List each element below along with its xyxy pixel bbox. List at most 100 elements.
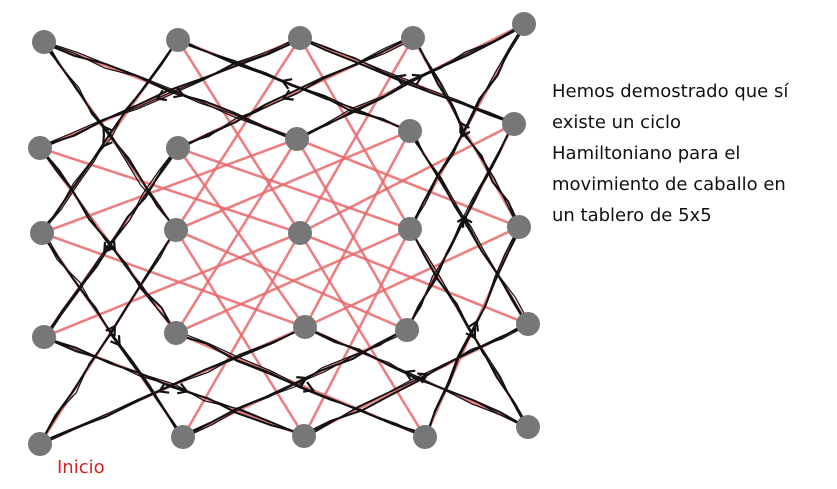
cycle-arrowhead [281, 89, 294, 101]
cycle-stroke [296, 36, 516, 125]
knight-move-edge [181, 232, 302, 438]
knight-move-edge [175, 228, 408, 332]
cycle-arrowhead [411, 73, 424, 85]
cycle-arrowhead [296, 376, 309, 388]
board-square-node [288, 221, 312, 245]
board-square-node [413, 425, 437, 449]
cycle-stroke [426, 227, 519, 439]
cycle-arrowhead [302, 381, 315, 393]
cycle-stroke [299, 36, 515, 124]
knight-move-edge [299, 231, 529, 326]
knight-move-edge [176, 147, 307, 328]
cycle-arrowhead [101, 136, 113, 148]
cycle-stroke [409, 129, 529, 326]
knight-move-edge [174, 229, 306, 437]
cycle-arrowhead [459, 121, 470, 134]
knight-move-edge [174, 138, 299, 334]
cycle-stroke [44, 147, 177, 340]
cycle-arrowhead [417, 372, 430, 384]
cycle-arrowhead [102, 124, 114, 137]
knight-move-edge [41, 137, 298, 235]
cycle-stroke [44, 42, 175, 231]
cycle-stroke [42, 232, 183, 438]
board-square-node [395, 318, 419, 342]
board-square-node [288, 26, 312, 50]
board-square-node [285, 127, 309, 151]
board-square-node [512, 12, 536, 36]
board-square-node [30, 221, 54, 245]
caption-line: Hamiltoniano para el [552, 143, 741, 164]
knight-move-edge [298, 232, 427, 438]
board-square-node [516, 312, 540, 336]
cycle-arrowhead [109, 335, 121, 347]
board-square-node [293, 315, 317, 339]
caption-line: un tablero de 5x5 [552, 205, 712, 226]
board-square-node [516, 415, 540, 439]
cycle-arrowhead [280, 78, 293, 90]
board-square-node [171, 425, 195, 449]
board-square-node [164, 321, 188, 345]
board-square-node [28, 136, 52, 160]
cycle-stroke [42, 39, 178, 232]
cycle-stroke [297, 22, 526, 139]
board-square-node [507, 215, 531, 239]
knight-move-edge [39, 146, 301, 235]
caption-line: existe un ciclo [552, 112, 681, 133]
cycle-stroke [175, 334, 424, 437]
board-square-node [401, 26, 425, 50]
board-square-node [164, 218, 188, 242]
cycle-stroke [303, 328, 527, 427]
board-square-node [502, 112, 526, 136]
knight-move-edge [43, 231, 301, 339]
knight-move-edge [177, 146, 411, 231]
hamiltonian-cycle-path [37, 21, 531, 447]
cycle-stroke [40, 37, 300, 147]
board-square-node [32, 325, 56, 349]
cycle-arrowhead [467, 319, 480, 332]
cycle-stroke [304, 324, 530, 437]
knight-move-edge [174, 37, 302, 231]
knight-move-edge [175, 129, 411, 232]
board-square-node [166, 136, 190, 160]
cycle-stroke [42, 336, 303, 436]
cycle-arrowhead [173, 86, 186, 99]
start-label: Inicio [57, 457, 105, 478]
caption-text: Hemos demostrado que sí existe un ciclo … [552, 76, 832, 231]
board-square-node [398, 119, 422, 143]
cycle-stroke [408, 132, 531, 325]
cycle-stroke [175, 36, 413, 152]
cycle-stroke [41, 336, 306, 436]
knight-move-edge [298, 37, 415, 234]
cycle-stroke [414, 36, 520, 229]
knight-move-edge [298, 37, 412, 230]
cycle-stroke [411, 25, 527, 231]
cycle-stroke [39, 228, 175, 444]
knight-move-edge [176, 39, 302, 234]
cycle-stroke [37, 36, 299, 151]
cycle-arrowhead [462, 215, 473, 228]
knight-move-edge [304, 225, 520, 329]
board-square-node [166, 28, 190, 52]
knight-move-edge [303, 130, 412, 328]
cycle-stroke [176, 330, 428, 438]
board-square-node [398, 217, 422, 241]
cycle-arrowhead [176, 382, 189, 395]
cycle-arrowhead [103, 241, 114, 254]
board-square-node [28, 432, 52, 456]
cycle-stroke [39, 147, 177, 335]
caption-line: movimiento de caballo en [552, 174, 786, 195]
knight-move-edge [41, 231, 306, 329]
cycle-stroke [44, 147, 180, 339]
cycle-stroke [178, 35, 412, 147]
knight-graph-diagram [28, 12, 540, 456]
cycle-stroke [39, 40, 178, 232]
cycle-arrowhead [403, 369, 416, 381]
knight-move-edge [296, 137, 520, 229]
board-square-node [32, 30, 56, 54]
knight-move-edge [302, 228, 412, 437]
cycle-arrowhead [394, 73, 407, 86]
cycle-arrowhead [155, 89, 168, 102]
knight-move-edge [175, 227, 411, 335]
cycle-arrowhead [157, 382, 170, 394]
caption-line: Hemos demostrado que sí [552, 81, 789, 102]
